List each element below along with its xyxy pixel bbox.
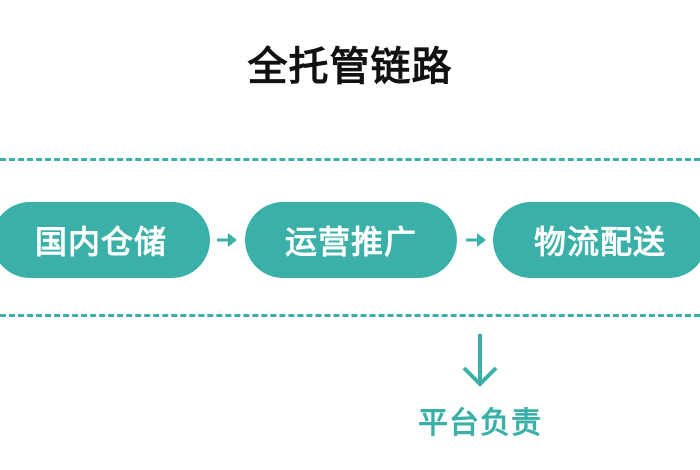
top-dashed-divider [0, 158, 700, 161]
arrow-right-icon [466, 233, 486, 247]
step-domestic-warehousing: 国内仓储 [0, 202, 210, 278]
step-label: 物流配送 [533, 223, 666, 261]
diagram-title: 全托管链路 [247, 44, 453, 90]
arrow-right-icon [217, 233, 237, 247]
bottom-dashed-divider [0, 314, 700, 317]
step-operations-promotion: 运营推广 [245, 202, 457, 278]
arrow-down-icon [462, 334, 498, 387]
step-logistics-delivery: 物流配送 [493, 202, 700, 278]
platform-responsible-label: 平台负责 [418, 406, 542, 441]
step-label: 运营推广 [284, 223, 417, 261]
step-label: 国内仓储 [34, 223, 167, 261]
